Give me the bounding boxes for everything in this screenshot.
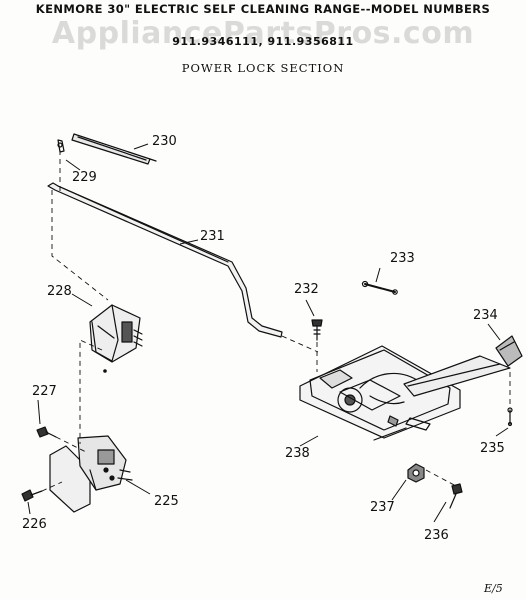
part-238-lock-arm	[403, 355, 511, 397]
watermark: AppliancePartsPros.com	[51, 16, 475, 51]
part-label-233: 233	[390, 251, 415, 266]
part-233-pin	[361, 280, 398, 295]
section-title: POWER LOCK SECTION	[181, 61, 345, 75]
part-label-235: 235	[480, 441, 505, 456]
model-numbers: 911.9346111, 911.9356811	[172, 35, 354, 48]
part-229-clip	[57, 139, 65, 153]
part-231-lock-rod	[47, 182, 283, 338]
part-236-screw	[449, 483, 463, 509]
part-228-lock-motor	[89, 304, 143, 373]
part-227-screw	[36, 426, 57, 438]
part-label-227: 227	[32, 384, 57, 399]
part-label-237: 237	[370, 500, 395, 515]
leader-lines	[27, 143, 509, 523]
part-235-spring	[507, 407, 513, 427]
part-230-rod-guide	[71, 133, 157, 165]
part-226-screw	[21, 489, 43, 502]
part-225-switch-bracket	[49, 435, 133, 513]
part-label-231: 231	[200, 229, 225, 244]
part-label-228: 228	[47, 284, 72, 299]
part-237-nut	[407, 463, 425, 483]
part-label-225: 225	[154, 494, 179, 509]
part-label-236: 236	[424, 528, 449, 543]
part-label-234: 234	[473, 308, 498, 323]
part-238-lock-assembly-plate	[299, 345, 461, 441]
part-label-229: 229	[72, 170, 97, 185]
part-234-cam-cover	[495, 335, 523, 367]
part-label-238: 238	[285, 446, 310, 461]
part-label-230: 230	[152, 134, 177, 149]
diagram-title: KENMORE 30" ELECTRIC SELF CLEANING RANGE…	[35, 2, 491, 16]
alignment-lines	[41, 150, 511, 492]
part-label-232: 232	[294, 282, 319, 297]
part-label-226: 226	[22, 517, 47, 532]
page-id: E/5	[484, 582, 503, 595]
part-232-screw	[311, 319, 323, 341]
